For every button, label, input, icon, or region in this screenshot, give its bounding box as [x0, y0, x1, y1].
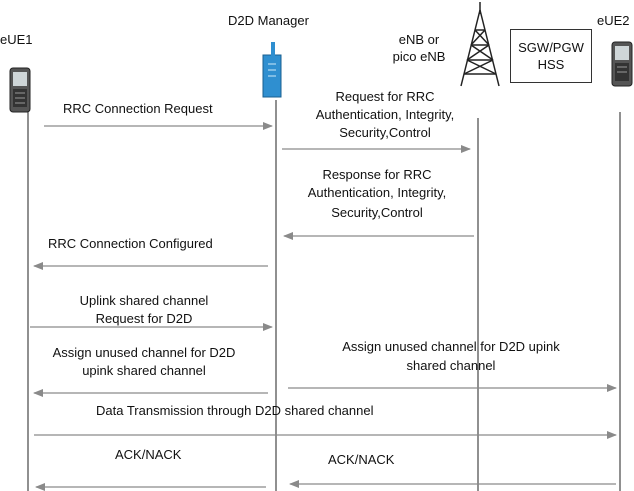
msg-label-assign-eue1-l1: Assign unused channel for D2D [52, 345, 236, 360]
msg-label-response-rrc-l3: Security,Control [331, 205, 423, 220]
sgw-pgw-hss-box: SGW/PGW HSS [510, 29, 592, 83]
msg-label-request-rrc-l2: Authentication, Integrity, [315, 107, 455, 122]
msg-label-uplink-l1: Uplink shared channel [79, 293, 209, 308]
msg-label-ack-manager: ACK/NACK [328, 452, 395, 467]
msg-label-response-rrc-l2: Authentication, Integrity, [307, 185, 447, 200]
msg-label-request-rrc-l3: Security,Control [339, 125, 431, 140]
enb-label-line1: eNB or [398, 32, 440, 47]
enb-label-line2: pico eNB [392, 49, 446, 64]
msg-label-rrc-connection-configured: RRC Connection Configured [48, 236, 213, 251]
core-label-line1: SGW/PGW [518, 40, 584, 55]
d2d-manager-label: D2D Manager [228, 13, 309, 28]
eue2-label: eUE2 [597, 13, 630, 28]
msg-label-uplink-l2: Request for D2D [95, 311, 193, 326]
eue2-phone-icon [611, 41, 633, 87]
msg-label-response-rrc-l1: Response for RRC [322, 167, 432, 182]
msg-label-data-transmission: Data Transmission through D2D shared cha… [96, 403, 374, 418]
enb-tower-icon [460, 2, 500, 87]
msg-label-assign-eue2-l1: Assign unused channel for D2D upink [342, 339, 560, 354]
core-label-line2: HSS [537, 57, 565, 72]
msg-label-rrc-connection-request: RRC Connection Request [63, 101, 213, 116]
msg-label-assign-eue2-l2: shared channel [406, 358, 496, 373]
msg-label-ack-eue1: ACK/NACK [115, 447, 182, 462]
eue1-phone-icon [9, 67, 31, 113]
eue1-label: eUE1 [0, 32, 33, 47]
msg-label-assign-eue1-l2: upink shared channel [82, 363, 206, 378]
d2d-manager-icon [262, 42, 282, 98]
msg-label-request-rrc-l1: Request for RRC [335, 89, 435, 104]
